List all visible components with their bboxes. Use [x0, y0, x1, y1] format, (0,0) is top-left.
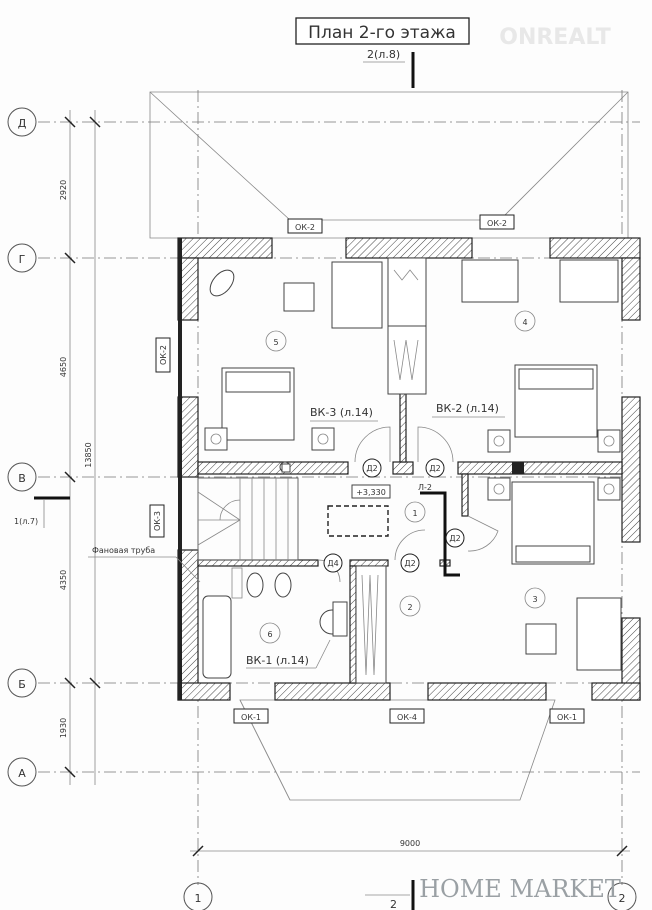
level-mark: +3,330	[351, 484, 391, 499]
drawing-label: 2	[619, 892, 626, 905]
section-mark-left: 1(л.7)	[14, 496, 70, 528]
drawing-label: +3,330	[356, 488, 386, 497]
drawing-label: Д	[18, 117, 27, 130]
plan-title-text: План 2-го этажа	[308, 23, 456, 43]
drawing-label: 6	[267, 630, 272, 639]
stair-opening	[327, 505, 389, 537]
plan-title: План 2-го этажа	[295, 17, 470, 45]
section-mark-bottom: 2	[365, 880, 415, 910]
plumbing-labels: ВК-3 (л.14) ВК-2 (л.14) ВК-1 (л.14) Фано…	[88, 402, 505, 669]
drawing-label: 5	[273, 338, 278, 347]
drawing-label: 4	[522, 318, 527, 327]
drawing-label: Д4	[327, 559, 338, 568]
drawing-label: Г	[19, 253, 26, 266]
drawing-label: 9000	[400, 839, 420, 848]
drawing-label: ОК-1	[557, 713, 577, 722]
roof-top	[149, 91, 629, 239]
drawing-label: ВК-2 (л.14)	[436, 402, 499, 415]
drawing-label: ВК-1 (л.14)	[246, 654, 309, 667]
exterior-walls	[177, 237, 641, 701]
drawing-label: ОК-2	[159, 345, 168, 365]
drawing-label: ОК-1	[241, 713, 261, 722]
drawing-label: 13850	[84, 442, 93, 467]
drawing-label: 1	[195, 892, 202, 905]
furniture	[202, 259, 622, 679]
drawing-label: ОК-4	[397, 713, 417, 722]
drawing-label: 2(л.8)	[367, 48, 400, 61]
drawing-label: 1	[412, 509, 417, 518]
window-labels: ОК-2 ОК-2 ОК-2 ОК-3 ОК-1 ОК-4 ОК-1	[149, 214, 585, 724]
drawing-label: Д2	[429, 464, 440, 473]
drawing-label: В	[18, 472, 26, 485]
watermark-onrealt: ONREALT	[499, 25, 611, 50]
drawing-label: 2920	[59, 180, 68, 200]
drawing-label: 2	[390, 898, 397, 910]
drawing-label: ОК-3	[153, 511, 162, 531]
stair-label: Л-2	[418, 483, 432, 492]
drawing-label: Б	[18, 678, 26, 691]
axis-markers-cols: 1 2	[183, 882, 637, 910]
door-labels: Д2 Д2 Д2 Д4 Д2	[323, 458, 465, 573]
drawing-label: Д2	[404, 559, 415, 568]
axis-markers-rows: Д Г В Б А	[7, 107, 37, 787]
staircase	[197, 477, 299, 561]
wardrobes	[355, 257, 427, 684]
drawing-label: 2	[407, 603, 412, 612]
drawing-label: 1(л.7)	[14, 517, 38, 526]
watermark-home-market: HOME MARKET	[419, 875, 621, 903]
drawing-label: Фановая труба	[92, 546, 155, 555]
drawing-label: Д2	[449, 534, 460, 543]
dimension-bottom: 9000	[190, 839, 630, 857]
drawing-label: ОК-2	[295, 223, 315, 232]
room-numbers: 1 2 3 4 5 6	[259, 310, 546, 644]
drawing-label: А	[18, 767, 26, 780]
section-mark-top: 2(л.8)	[363, 48, 415, 88]
drawing-label: 1930	[59, 718, 68, 738]
dimensions-left: 2920 4650 4350 1930 13850	[59, 110, 101, 785]
drawing-label: Д2	[366, 464, 377, 473]
drawing-label: ВК-3 (л.14)	[310, 406, 373, 419]
drawing-label: 3	[532, 595, 537, 604]
drawing-label: 4350	[59, 570, 68, 590]
drawing-label: 4650	[59, 357, 68, 377]
drawing-label: ОК-2	[487, 219, 507, 228]
